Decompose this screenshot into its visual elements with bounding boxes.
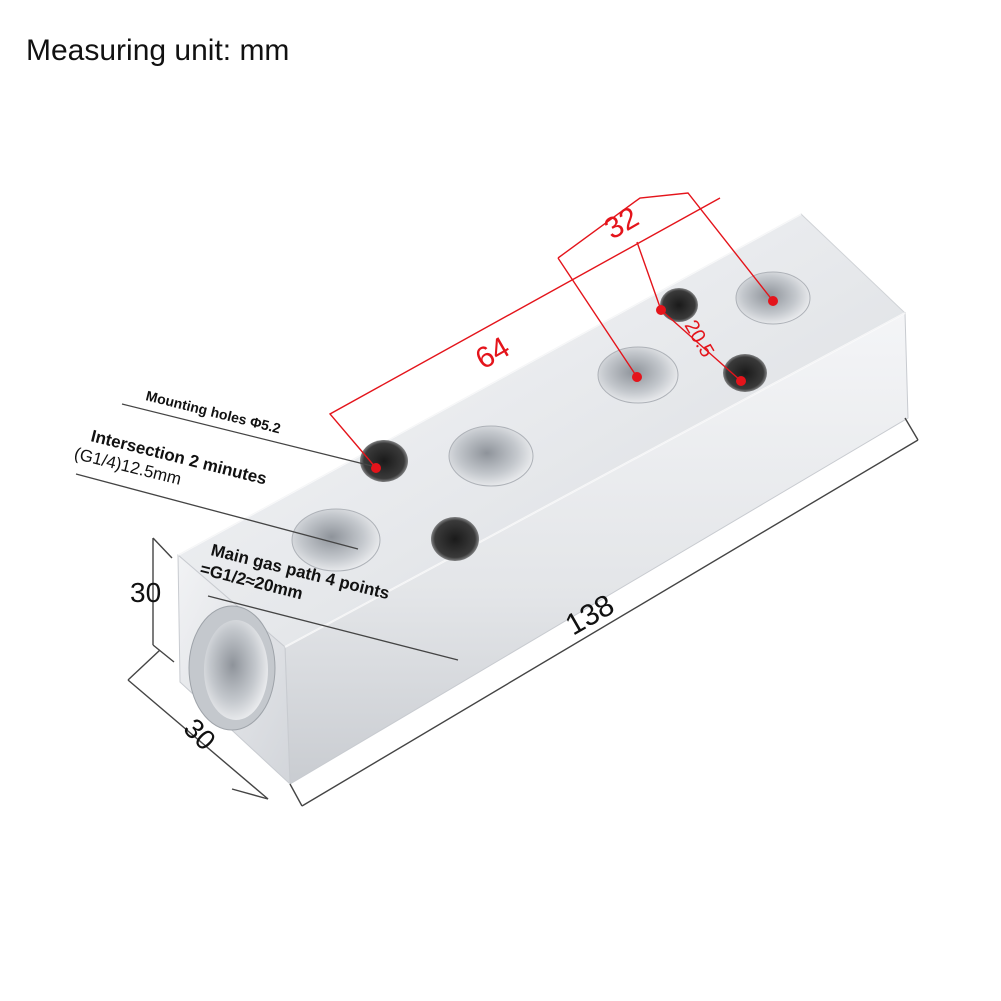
black-dimensions — [127, 417, 919, 807]
mounting-hole — [431, 517, 479, 561]
hole-center-marker — [768, 296, 778, 306]
callout-mounting: Mounting holes Φ5.2 — [144, 387, 282, 436]
callout-intersection: Intersection 2 minutes (G1/4)12.5mm — [72, 426, 268, 488]
height-value: 30 — [130, 577, 161, 608]
main-gas-port — [188, 605, 276, 731]
hole-pitch-small-value: 32 — [599, 201, 644, 246]
red-markers — [371, 296, 778, 473]
callout-leaders — [75, 403, 459, 661]
mounting-hole — [723, 354, 767, 392]
mounting-holes-label: Mounting holes Φ5.2 — [144, 387, 282, 436]
hole-pitch-large-value: 64 — [470, 331, 515, 376]
hole-center-marker — [632, 372, 642, 382]
dim-32: 32 — [599, 201, 644, 246]
hole-center-marker — [656, 305, 666, 315]
mounting-hole — [660, 288, 698, 322]
threaded-hole-2 — [448, 425, 534, 487]
hole-center-marker — [736, 376, 746, 386]
red-dimensions — [328, 192, 774, 469]
threaded-hole-1 — [291, 508, 381, 572]
mounting-holes — [360, 288, 767, 561]
mounting-hole — [360, 440, 408, 482]
dim-64: 64 — [470, 331, 515, 376]
page-title: Measuring unit: mm — [26, 34, 290, 67]
hole-center-marker — [371, 463, 381, 473]
